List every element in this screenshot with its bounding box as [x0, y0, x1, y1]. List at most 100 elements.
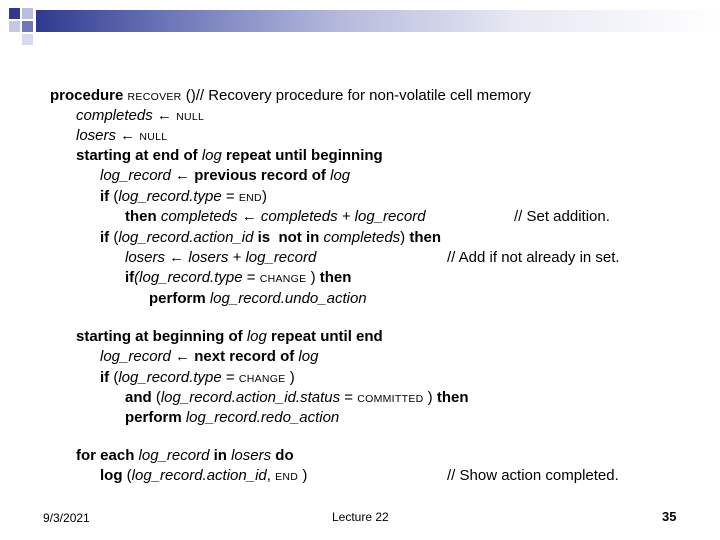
decorative-square [22, 21, 33, 32]
variable: log_record.type [118, 369, 222, 386]
operator: = [340, 389, 358, 406]
code-line-18: log (log_record.action_id, END ) [100, 467, 307, 486]
footer-date: 9/3/2021 [43, 511, 90, 525]
keyword: repeat until beginning [221, 147, 383, 164]
code-line-3: losers ← NULL [76, 127, 167, 146]
variable: completeds [323, 229, 401, 246]
variable: completeds [76, 107, 153, 124]
code-comment: // Add if not already in set. [447, 249, 620, 266]
code-line-7: then completeds ← completeds + log_recor… [125, 208, 426, 226]
operator: = [221, 188, 239, 205]
paren: ( [109, 369, 119, 386]
variable: log_record [100, 167, 171, 184]
variable: log_record.action_id [118, 229, 254, 246]
code-comment: // Set addition. [514, 208, 610, 225]
keyword: in [209, 447, 232, 464]
code-line-4: starting at end of log repeat until begi… [76, 147, 383, 165]
paren: ( [109, 188, 119, 205]
keyword: is [253, 229, 275, 246]
decorative-square [9, 21, 20, 32]
code-comment-18: // Show action completed. [447, 467, 619, 485]
footer-title: Lecture 22 [332, 510, 389, 524]
keyword: then [125, 208, 161, 225]
keyword: if [100, 369, 110, 386]
code-comment-7: // Set addition. [514, 208, 610, 226]
keyword: if [100, 188, 110, 205]
keyword: repeat until end [266, 328, 383, 345]
code-line-1: procedure RECOVER ()// Recovery procedur… [50, 87, 531, 106]
keyword: log [100, 467, 123, 484]
paren: ) [423, 389, 437, 406]
paren: ) [400, 229, 410, 246]
code-line-10: if(log_record.type = CHANGE ) then [125, 269, 351, 288]
variable: (log_record.type [134, 269, 243, 286]
code-line-11: perform log_record.undo_action [149, 290, 367, 308]
constant: CHANGE [238, 373, 286, 385]
assign-arrow: ← [152, 107, 177, 124]
variable: losers [76, 127, 117, 144]
code-line-9: losers ← losers + log_record [125, 249, 316, 267]
variable: log [201, 147, 222, 164]
keyword: perform [149, 290, 210, 307]
constant: END [238, 192, 262, 204]
code-line-5: log_record ← previous record of log [100, 167, 350, 185]
keyword: previous record of [194, 167, 331, 184]
variable: losers [231, 447, 272, 464]
paren: ) [298, 467, 308, 484]
keyword: for each [76, 447, 139, 464]
operator: = [242, 269, 260, 286]
code-line-2: completeds ← NULL [76, 107, 204, 126]
constant: END [275, 471, 299, 483]
code-line-12: starting at beginning of log repeat unti… [76, 328, 383, 346]
paren: ( [122, 467, 132, 484]
keyword: not in [274, 229, 324, 246]
keyword: then [436, 389, 469, 406]
code-line-6: if (log_record.type = END) [100, 188, 267, 207]
decorative-square [9, 8, 20, 19]
assign-arrow: ← [116, 127, 140, 144]
keyword: perform [125, 409, 186, 426]
keyword: starting at beginning of [76, 328, 247, 345]
variable: log [298, 348, 319, 365]
page-number: 35 [662, 509, 677, 524]
constant: CHANGE [259, 273, 307, 285]
paren: ( [109, 229, 119, 246]
header-gradient-bar [36, 10, 720, 32]
code-line-15: and (log_record.action_id.status = COMMI… [125, 389, 469, 408]
variable: log_record.redo_action [185, 409, 340, 426]
paren: ) [306, 269, 320, 286]
keyword: starting at end of [76, 147, 202, 164]
keyword: then [409, 229, 442, 246]
comma: , [266, 467, 276, 484]
variable: log_record [138, 447, 210, 464]
code-line-14: if (log_record.type = CHANGE ) [100, 369, 295, 388]
code-line-16: perform log_record.redo_action [125, 409, 339, 427]
variable: log_record.type [118, 188, 222, 205]
keyword: next record of [194, 348, 299, 365]
expression: losers ← losers + log_record [125, 249, 317, 266]
code-comment-9: // Add if not already in set. [447, 249, 620, 267]
code-comment: // Show action completed. [447, 467, 619, 484]
assign-arrow: ← [170, 167, 195, 184]
code-line-13: log_record ← next record of log [100, 348, 318, 366]
variable: log_record.undo_action [209, 290, 367, 307]
variable: log_record.action_id.status [160, 389, 341, 406]
paren: ) [285, 369, 295, 386]
constant: NULL [139, 131, 168, 143]
keyword: then [319, 269, 352, 286]
assign-arrow: ← [170, 348, 195, 365]
variable: log [246, 328, 267, 345]
constant: COMMITTED [357, 393, 424, 405]
expression: completeds ← completeds + log_record [160, 208, 426, 225]
constant: NULL [176, 111, 205, 123]
variable: log_record [100, 348, 171, 365]
code-comment: ()// Recovery procedure for non-volatile… [181, 87, 531, 104]
paren: ) [261, 188, 267, 205]
paren: ( [151, 389, 161, 406]
keyword: do [271, 447, 294, 464]
keyword: if [125, 269, 135, 286]
keyword: procedure [50, 87, 124, 104]
procedure-name: RECOVER [127, 91, 182, 103]
keyword: if [100, 229, 110, 246]
variable: log [330, 167, 351, 184]
